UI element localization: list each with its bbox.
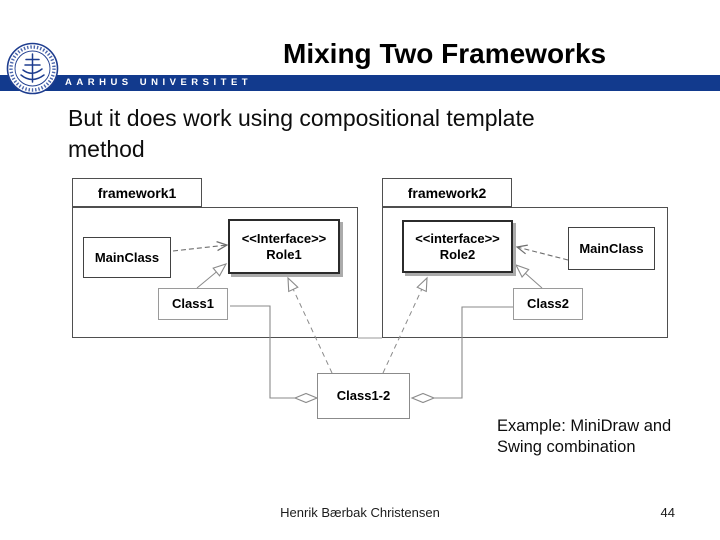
interface-box-role2: <<interface>> Role2 [402, 220, 513, 273]
example-note: Example: MiniDraw and Swing combination [497, 416, 671, 458]
class-label: Class1-2 [336, 388, 391, 403]
package-tab-framework2: framework2 [382, 178, 512, 207]
class-label: Class1 [172, 296, 214, 311]
footer-page-number: 44 [660, 505, 675, 520]
package-label: framework1 [97, 184, 177, 201]
stereotype-label: <<interface>> [415, 230, 500, 246]
class-box-class1: Class1 [158, 288, 228, 320]
university-name: AARHUS UNIVERSITET [65, 77, 253, 88]
university-seal-icon [6, 42, 59, 95]
class-label: Role2 [439, 246, 476, 262]
example-line1: Example: MiniDraw and [497, 417, 672, 435]
class-label: Class2 [527, 296, 569, 311]
stereotype-label: <<Interface>> [241, 230, 327, 246]
body-text-line1: But it does work using compositional tem… [68, 105, 535, 131]
example-line2: Swing combination [497, 438, 636, 456]
body-text-line2: method [68, 136, 145, 162]
footer-author: Henrik Bærbak Christensen [280, 505, 440, 520]
university-banner: AARHUS UNIVERSITET [0, 75, 720, 91]
class-box-class2: Class2 [513, 288, 583, 320]
class-box-mainclass-fw1: MainClass [83, 237, 171, 278]
package-tab-framework1: framework1 [72, 178, 202, 207]
class-label: Role1 [266, 246, 302, 262]
class-box-class1-2: Class1-2 [317, 373, 410, 419]
interface-box-role1: <<Interface>> Role1 [228, 219, 340, 274]
class-label: MainClass [94, 249, 160, 265]
class-label: MainClass [579, 240, 644, 256]
class-box-mainclass-fw2: MainClass [568, 227, 655, 270]
package-label: framework2 [407, 184, 487, 201]
page-title: Mixing Two Frameworks [283, 38, 607, 69]
body-text: But it does work using compositional tem… [68, 103, 535, 165]
